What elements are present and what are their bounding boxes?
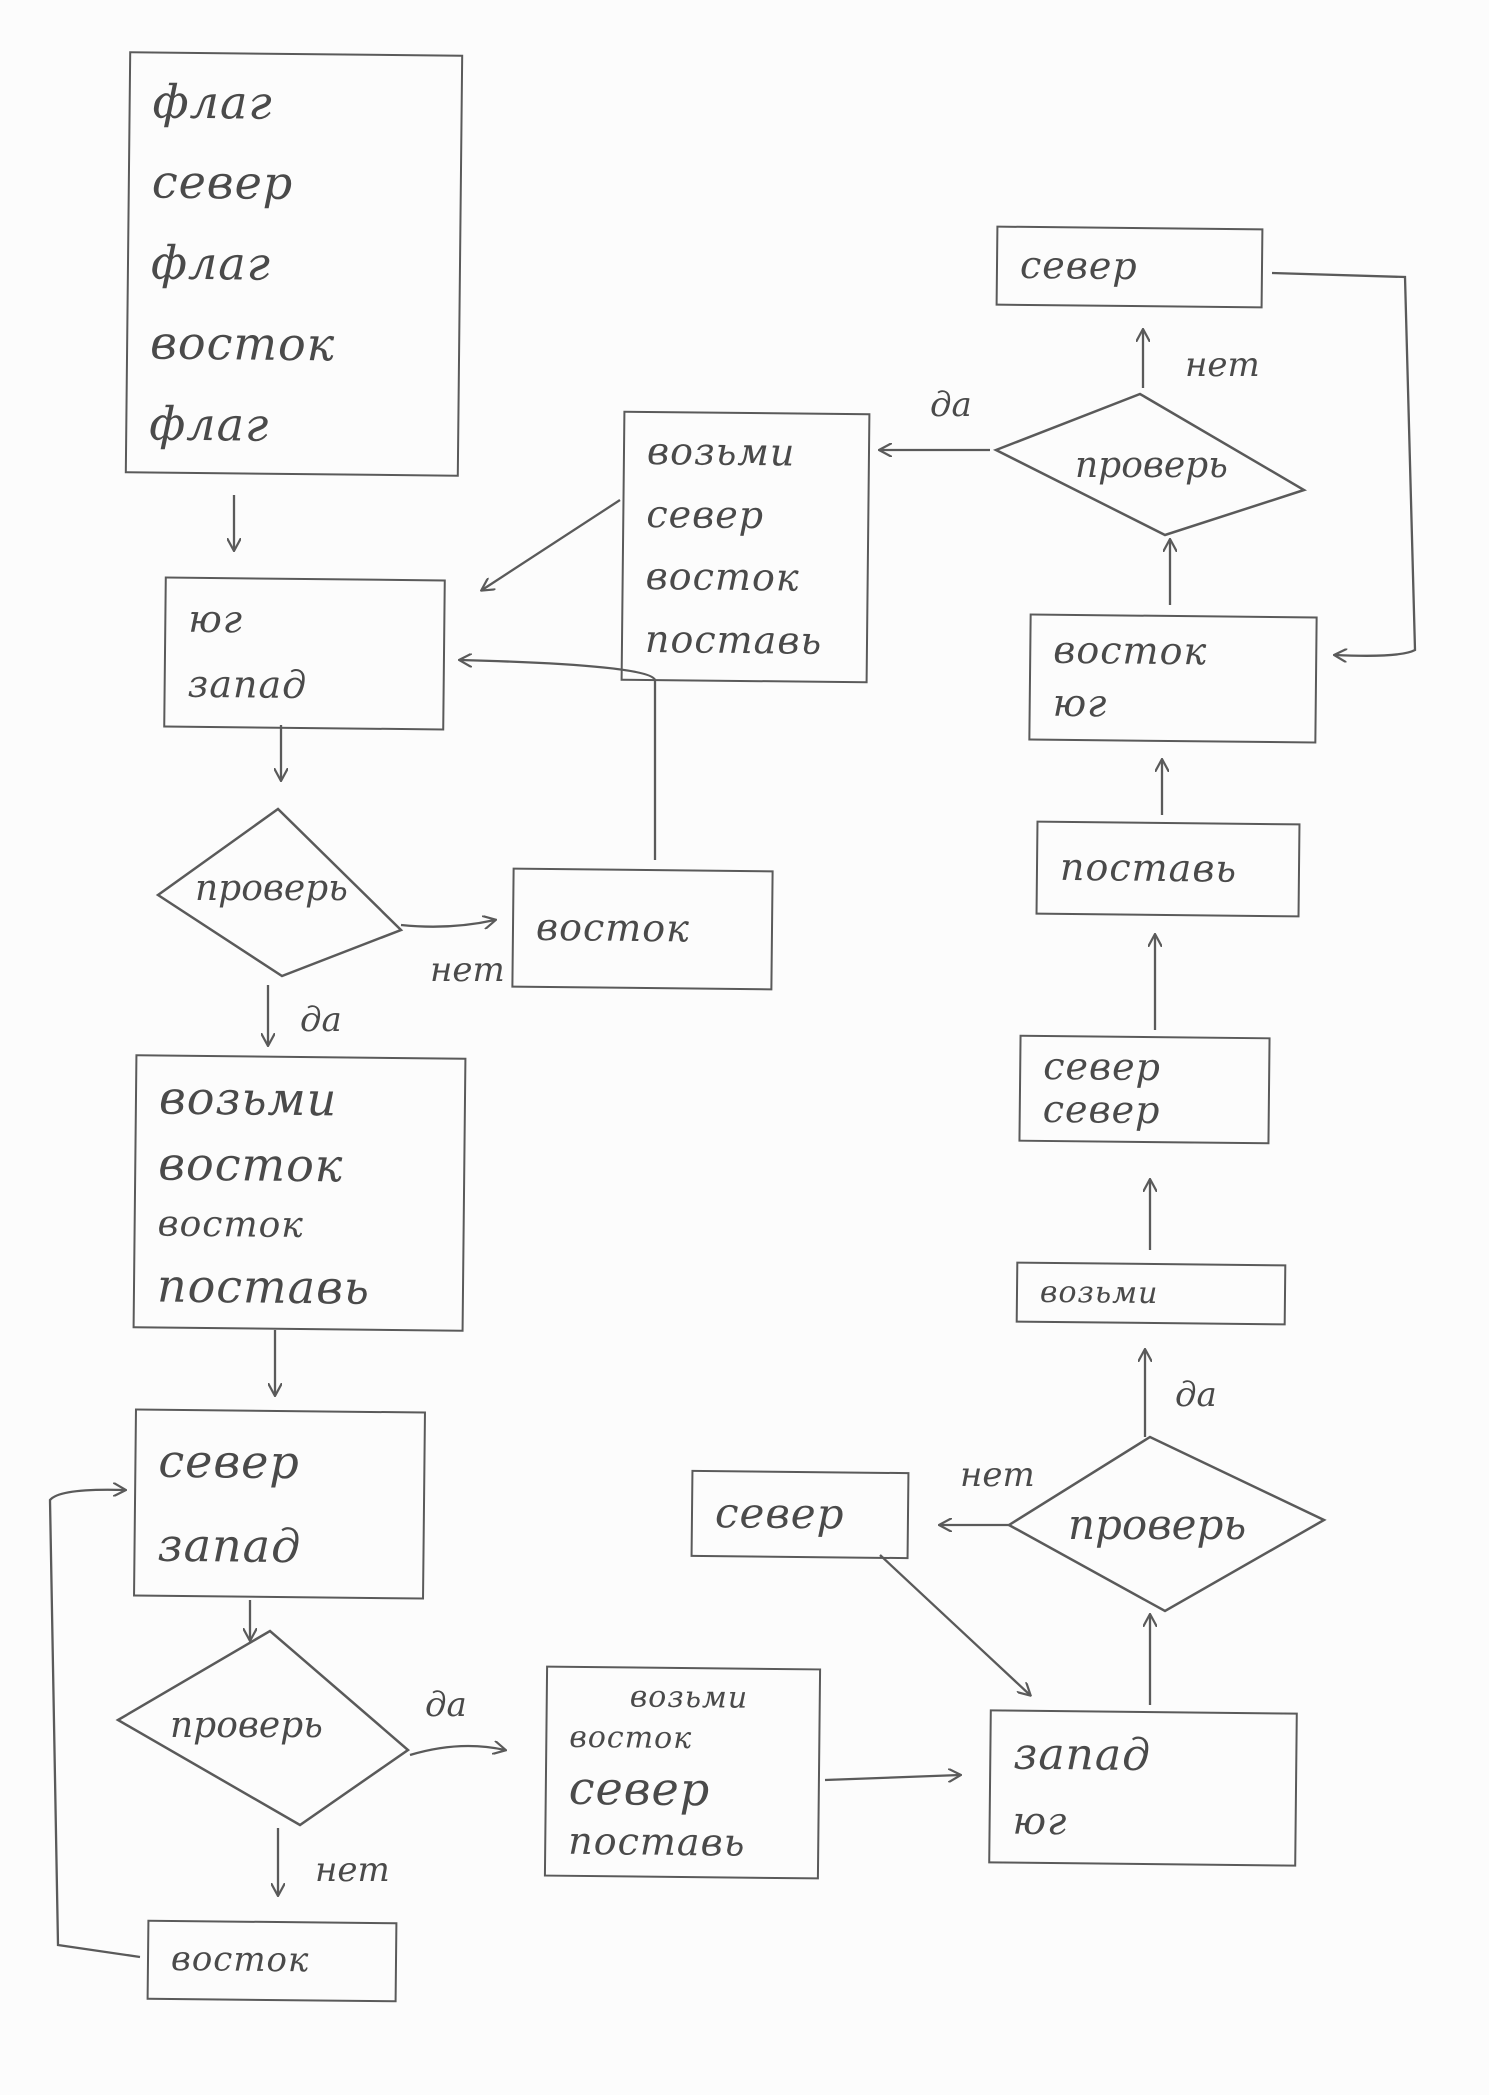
decision-text-4: проверь	[1075, 445, 1228, 486]
box-east-2: восток	[146, 1919, 398, 2003]
decision-text-1: проверь	[195, 868, 348, 909]
box-line: запад	[1013, 1728, 1152, 1782]
box-line: восток	[645, 554, 800, 600]
box-line: флаг	[149, 396, 270, 452]
box-line: восток	[149, 315, 336, 372]
label-yes-check1: да	[300, 1000, 342, 1040]
box-line: поставь	[568, 1818, 746, 1865]
box-east-1: восток	[511, 867, 774, 991]
box-line: юг	[1052, 681, 1108, 726]
label-yes-check4: да	[930, 385, 972, 425]
box-line: запад	[187, 662, 308, 708]
box-start: флаг север флаг восток флаг	[124, 51, 464, 477]
box-line: поставь	[644, 616, 823, 663]
box-line: север	[1042, 1087, 1161, 1133]
box-line: восток	[170, 1939, 310, 1981]
decision-diamond-1	[155, 807, 404, 978]
decision-text-2: проверь	[170, 1705, 323, 1746]
box-north-north: север север	[1018, 1034, 1271, 1145]
box-line: север	[1043, 1043, 1162, 1089]
box-line: восток	[157, 1203, 304, 1247]
arrow-north1-to-ws	[879, 1554, 1030, 1695]
arrow-take-to-sw	[482, 499, 621, 590]
arrow-north2-to-es	[1271, 271, 1417, 656]
box-take-east-east-put: возьми восток восток поставь	[132, 1054, 467, 1332]
box-line: юг	[1012, 1798, 1068, 1844]
decision-diamond-2	[115, 1629, 411, 1827]
label-yes-check3: да	[1175, 1375, 1217, 1415]
label-no-check2: нет	[315, 1850, 390, 1890]
box-south-west: юг запад	[163, 576, 446, 731]
box-line: север	[158, 1433, 301, 1490]
box-line: восток	[158, 1136, 344, 1193]
box-east-south: восток юг	[1028, 613, 1318, 744]
box-line: юг	[188, 596, 244, 642]
label-no-check4: нет	[1185, 345, 1260, 385]
box-take-east-north-put: возьми восток север поставь	[543, 1665, 822, 1880]
box-line: восток	[1053, 627, 1208, 674]
box-line: флаг	[150, 235, 272, 291]
arrow-check2-yes	[409, 1746, 505, 1757]
label-yes-check2: да	[425, 1685, 467, 1725]
box-west-south: запад юг	[988, 1709, 1298, 1867]
box-line: север	[714, 1488, 845, 1539]
box-line: возьми	[1039, 1274, 1159, 1311]
box-line: флаг	[152, 74, 273, 130]
box-north-west: север запад	[133, 1408, 426, 1600]
box-line: север	[151, 154, 294, 211]
box-line: восток	[535, 904, 691, 951]
box-north-1: север	[690, 1469, 910, 1560]
box-line: поставь	[156, 1258, 371, 1315]
decision-text-3: проверь	[1068, 1500, 1247, 1549]
box-line: возьми	[629, 1679, 749, 1716]
box-line: поставь	[1059, 844, 1238, 891]
arrow-east1-to-sw	[460, 660, 657, 860]
box-line: север	[568, 1760, 711, 1817]
arrow-east2-to-nw	[48, 1490, 141, 1959]
label-no-check3: нет	[960, 1455, 1035, 1495]
label-no-check1: нет	[430, 950, 505, 990]
box-line: запад	[157, 1517, 302, 1574]
decision-diamond-3	[1006, 1435, 1327, 1613]
box-take-1: возьми	[1015, 1261, 1287, 1326]
box-north-2: север	[995, 225, 1264, 309]
box-line: возьми	[646, 429, 796, 475]
box-line: восток	[569, 1720, 693, 1757]
arrow-check1-no	[400, 920, 495, 927]
box-take-north-east-put: возьми север восток поставь	[620, 410, 871, 684]
box-line: север	[646, 491, 765, 537]
arrow-take2-to-ws	[824, 1775, 960, 1780]
box-line: север	[1019, 242, 1138, 289]
decision-diamond-4	[992, 392, 1308, 537]
box-line: возьми	[158, 1070, 338, 1127]
box-put-1: поставь	[1035, 820, 1301, 918]
